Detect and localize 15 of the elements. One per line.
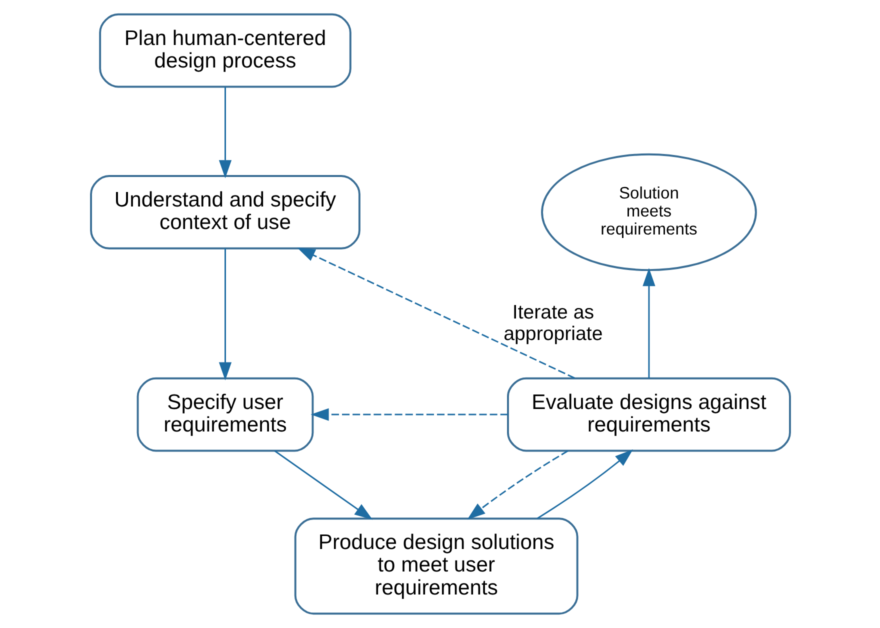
arrow [296, 247, 574, 379]
arrow [310, 408, 508, 421]
arrow [218, 248, 232, 380]
edge-label: Iterate as appropriate [503, 302, 602, 345]
node-ellipse: Solution meets requirements [540, 153, 756, 272]
node-box: Understand and specify context of use [90, 175, 360, 250]
arrow [274, 450, 372, 520]
node-box: Plan human-centered design process [98, 13, 351, 88]
arrow [536, 449, 633, 520]
node-box: Produce design solutions to meet user requirements [294, 518, 578, 615]
node-box: Evaluate designs against requirements [506, 377, 790, 452]
arrow [642, 268, 655, 378]
arrow [466, 450, 568, 520]
arrow [218, 86, 232, 178]
node-box: Specify user requirements [136, 377, 314, 452]
